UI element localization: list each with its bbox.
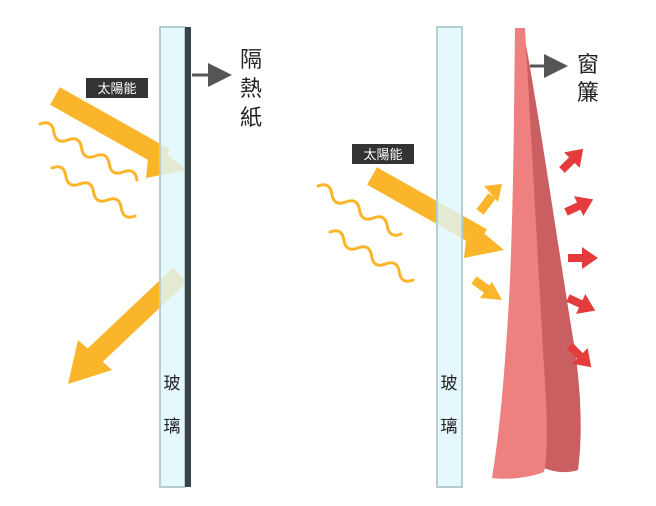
curtain-front: [492, 28, 547, 479]
right-glass-pane: [436, 26, 463, 488]
left-panel: 太陽能 隔 熱 紙 玻 璃: [38, 26, 262, 488]
right-sun-label: 太陽能: [352, 144, 414, 164]
heat-arrow-5: [567, 343, 592, 368]
left-heat-wave-1: [38, 121, 139, 182]
heat-arrow-2: [564, 196, 594, 217]
curtain-heat-arrows: [559, 148, 598, 368]
film-label-char-2: 熱: [240, 77, 262, 102]
left-glass-label: 玻 璃: [164, 374, 181, 437]
curtain-label-char-1: 窗: [577, 53, 599, 78]
left-sun-label-text: 太陽能: [97, 82, 136, 97]
right-glass-label-char-1: 玻: [441, 374, 458, 394]
film-label-char-1: 隔: [240, 48, 262, 73]
left-glass-label-char-2: 璃: [164, 417, 181, 437]
right-sun-arrow-in: [367, 167, 504, 258]
left-glass-label-char-1: 玻: [164, 374, 181, 394]
right-glass-label: 玻 璃: [441, 374, 458, 437]
right-panel: 太陽能 窗 簾 玻 璃: [316, 26, 599, 488]
film-label-char-3: 紙: [240, 106, 262, 131]
heat-film: [185, 27, 191, 487]
left-sun-label: 太陽能: [86, 78, 148, 98]
left-heat-wave-2: [50, 165, 137, 219]
heat-arrow-3: [568, 247, 598, 269]
film-label: 隔 熱 紙: [240, 48, 262, 131]
left-heat-waves: [38, 121, 139, 219]
curtain-back-fold: [520, 28, 581, 473]
curtain-label: 窗 簾: [577, 53, 599, 106]
heat-arrow-1: [559, 148, 584, 173]
right-heat-wave-2: [328, 229, 415, 283]
right-scatter-arrow-down: [471, 276, 502, 300]
right-glass-label-char-2: 璃: [441, 417, 458, 437]
right-scatter-arrow-up: [476, 184, 502, 215]
right-heat-waves: [316, 183, 415, 283]
heat-arrow-4: [566, 293, 596, 314]
right-sun-label-text: 太陽能: [363, 148, 402, 163]
curtain-label-char-2: 簾: [577, 81, 599, 106]
curtain: [492, 28, 581, 479]
right-heat-wave-1: [316, 183, 403, 237]
